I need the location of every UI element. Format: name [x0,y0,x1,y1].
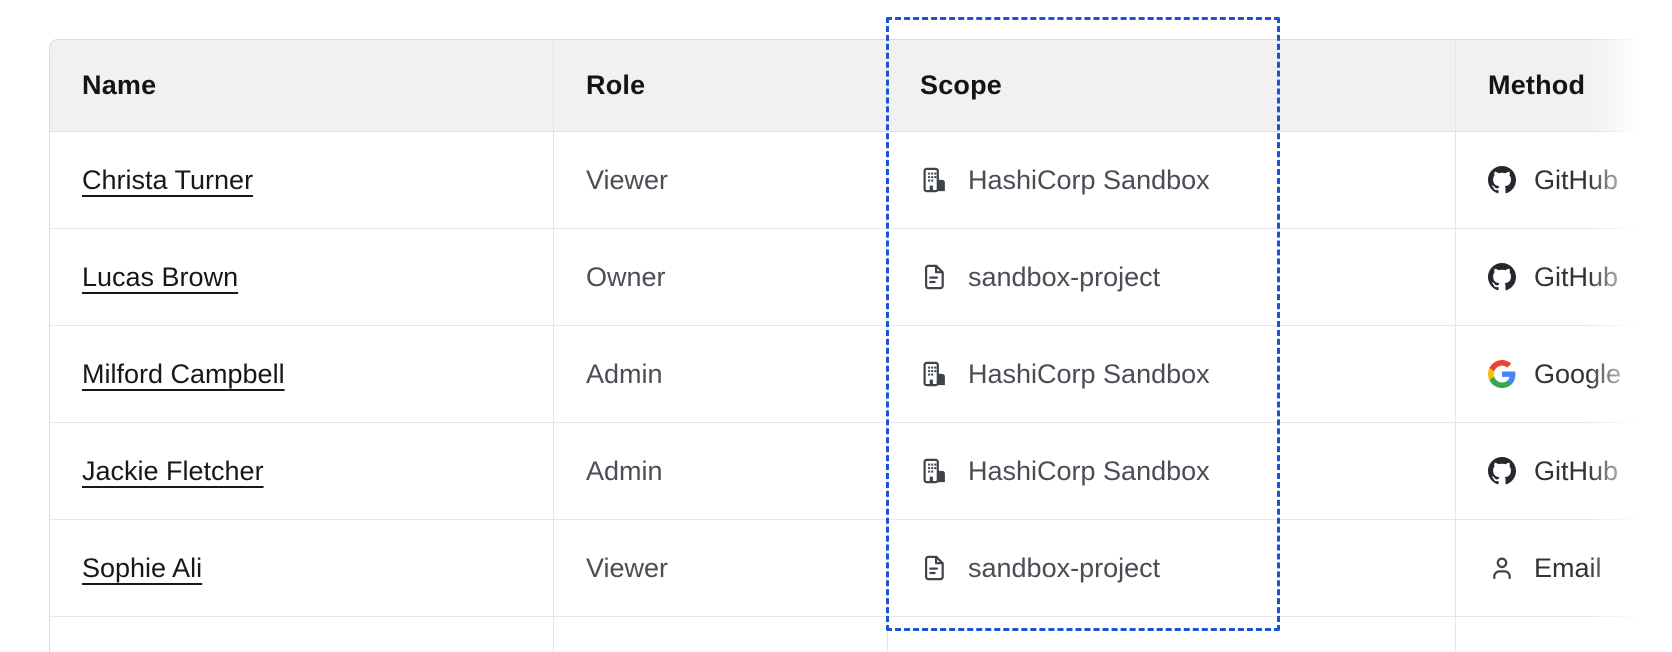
role-cell: Viewer [554,132,888,228]
role-cell: Admin [554,326,888,422]
member-role: Viewer [586,552,669,583]
column-header-method: Method [1456,40,1672,131]
name-cell [50,617,554,652]
member-scope: sandbox-project [968,552,1161,583]
member-scope: HashiCorp Sandbox [968,164,1210,195]
scope-cell: sandbox-project [888,229,1456,325]
table-header-row: Name Role Scope Method [50,40,1672,132]
member-name-link[interactable]: Jackie Fletcher [82,455,264,486]
github-icon [1488,263,1516,291]
role-cell: Owner [554,229,888,325]
method-cell: GitHub [1456,132,1672,228]
scope-cell: sandbox-project [888,520,1456,616]
file-icon [920,262,950,292]
table-row: Christa Turner Viewer HashiCorp Sandbox … [50,132,1672,229]
member-method: GitHub [1534,261,1619,292]
column-header-label: Method [1488,70,1586,100]
role-cell: Viewer [554,520,888,616]
table-body: Christa Turner Viewer HashiCorp Sandbox … [50,132,1672,652]
member-scope: sandbox-project [968,261,1161,292]
method-cell: Google [1456,326,1672,422]
table-row-partial [50,617,1672,652]
member-method: Email [1534,552,1602,583]
member-role: Viewer [586,164,669,195]
github-icon [1488,166,1516,194]
member-method: Google [1534,358,1622,389]
name-cell: Christa Turner [50,132,554,228]
column-header-label: Role [586,70,646,100]
org-icon [920,359,950,389]
person-icon [1488,554,1516,582]
google-icon [1488,360,1516,388]
method-cell: Email [1456,520,1672,616]
member-role: Owner [586,261,666,292]
scope-cell [888,617,1456,652]
member-name-link[interactable]: Lucas Brown [82,261,239,292]
column-header-scope: Scope [888,40,1456,131]
column-header-label: Scope [920,70,1003,100]
member-name-link[interactable]: Christa Turner [82,164,254,195]
scope-cell: HashiCorp Sandbox [888,423,1456,519]
name-cell: Lucas Brown [50,229,554,325]
name-cell: Sophie Ali [50,520,554,616]
member-name-link[interactable]: Milford Campbell [82,358,285,389]
org-icon [920,456,950,486]
file-icon [920,553,950,583]
github-icon [1488,457,1516,485]
name-cell: Milford Campbell [50,326,554,422]
scope-cell: HashiCorp Sandbox [888,132,1456,228]
member-scope: HashiCorp Sandbox [968,455,1210,486]
members-table: Name Role Scope Method Christa Turner Vi… [49,39,1672,652]
method-cell: GitHub [1456,229,1672,325]
column-header-label: Name [82,70,157,100]
table-row: Jackie Fletcher Admin HashiCorp Sandbox … [50,423,1672,520]
member-method: GitHub [1534,455,1619,486]
table-row: Sophie Ali Viewer sandbox-project Email [50,520,1672,617]
table-row: Lucas Brown Owner sandbox-project GitHub [50,229,1672,326]
member-role: Admin [586,358,663,389]
member-scope: HashiCorp Sandbox [968,358,1210,389]
org-icon [920,165,950,195]
column-header-name: Name [50,40,554,131]
method-cell [1456,617,1672,652]
method-cell: GitHub [1456,423,1672,519]
member-name-link[interactable]: Sophie Ali [82,552,203,583]
name-cell: Jackie Fletcher [50,423,554,519]
role-cell: Admin [554,423,888,519]
role-cell [554,617,888,652]
scope-cell: HashiCorp Sandbox [888,326,1456,422]
table-row: Milford Campbell Admin HashiCorp Sandbox… [50,326,1672,423]
member-role: Admin [586,455,663,486]
column-header-role: Role [554,40,888,131]
member-method: GitHub [1534,164,1619,195]
